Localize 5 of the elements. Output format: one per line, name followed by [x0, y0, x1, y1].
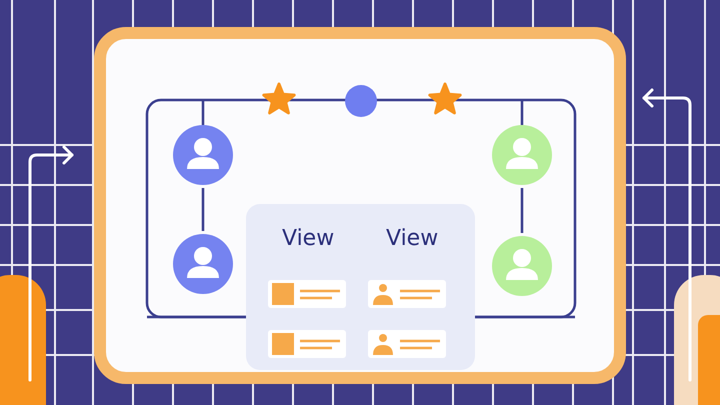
view-panel: [246, 204, 475, 370]
view-label: View: [282, 226, 334, 251]
connector-line: [202, 188, 204, 231]
view-label: View: [386, 226, 438, 251]
connector-line: [520, 188, 524, 233]
